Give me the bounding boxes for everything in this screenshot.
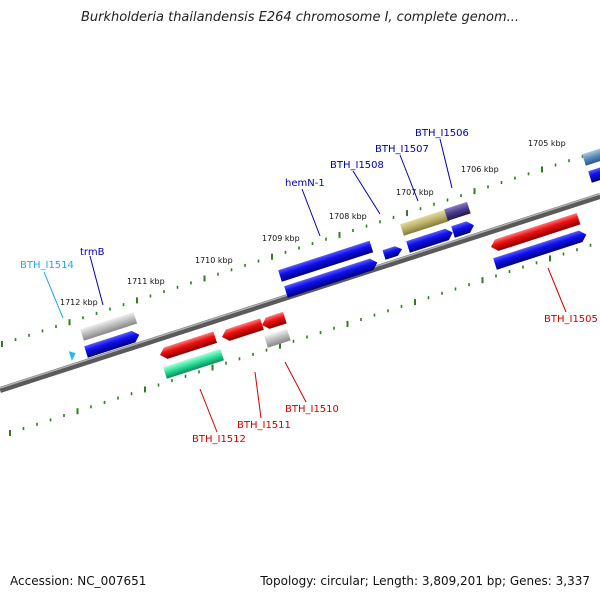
- gene-label-bth-i1514: BTH_I1514: [20, 260, 74, 271]
- leader-line: [43, 271, 64, 319]
- gene-bth-i1511[interactable]: [220, 318, 264, 342]
- gene-label-bth-i1507: BTH_I1507: [375, 144, 429, 155]
- gene-label-bth-i1508: BTH_I1508: [330, 160, 384, 171]
- gene-bth-i1512[interactable]: [158, 331, 218, 360]
- gene-bth-i1510[interactable]: [260, 311, 287, 331]
- gene-label-bth-i1510: BTH_I1510: [285, 404, 339, 415]
- kbp-label: 1709 kbp: [262, 234, 300, 243]
- gene-label-hemn-1: hemN-1: [285, 178, 325, 189]
- map-title: Burkholderia thailandensis E264 chromoso…: [80, 10, 520, 25]
- gene-bth-i1506[interactable]: [444, 201, 471, 221]
- gene-label-bth-i1505: BTH_I1505: [544, 314, 598, 325]
- genome-summary: Topology: circular; Length: 3,809,201 bp…: [260, 574, 590, 588]
- leader-line: [89, 255, 104, 306]
- gene-label-bth-i1511: BTH_I1511: [237, 420, 291, 431]
- gene-bth-i1512b[interactable]: [163, 348, 224, 379]
- gene-blue-edge[interactable]: [588, 165, 600, 183]
- lower-tick-track: [9, 243, 592, 436]
- leader-line: [439, 138, 453, 189]
- upper-tick-track: [1, 150, 597, 347]
- gene-bth-i1510b[interactable]: [264, 328, 291, 348]
- gene-bth-i1507[interactable]: [400, 209, 450, 236]
- kbp-label: 1711 kbp: [127, 277, 165, 286]
- accession-label: Accession: NC_007651: [10, 574, 147, 588]
- kbp-label: 1706 kbp: [461, 165, 499, 174]
- kbp-label: 1708 kbp: [329, 212, 367, 221]
- gene-label-bth-i1506: BTH_I1506: [415, 128, 469, 139]
- gene-label-trmb: trmB: [80, 247, 105, 258]
- leader-line: [284, 361, 307, 403]
- leader-line: [399, 154, 419, 202]
- kbp-label: 1710 kbp: [195, 256, 233, 265]
- gene-label-bth-i1512: BTH_I1512: [192, 434, 246, 445]
- gene-bth-i1514[interactable]: [68, 349, 78, 361]
- gene-steel-edge[interactable]: [582, 146, 600, 166]
- gene-label-group: BTH_I1514 trmB hemN-1 BTH_I1508 BTH_I150…: [20, 128, 598, 445]
- gene-bth-i1506b[interactable]: [451, 220, 476, 238]
- gene-bth-i1509[interactable]: [284, 257, 379, 298]
- kbp-label: 1705 kbp: [528, 139, 566, 148]
- leader-line: [352, 170, 381, 215]
- gene-bth-i1508[interactable]: [382, 244, 403, 260]
- gene-hemn-1[interactable]: [278, 240, 374, 282]
- kbp-label: 1712 kbp: [60, 298, 98, 307]
- leader-lines: [43, 138, 567, 433]
- gene-bth-i1504[interactable]: [493, 229, 588, 270]
- leader-line: [199, 388, 218, 433]
- leader-line: [254, 371, 262, 419]
- gene-bth-i1505[interactable]: [489, 213, 581, 253]
- leader-line: [547, 267, 567, 313]
- leader-line: [301, 188, 321, 237]
- gene-bth-i1507b[interactable]: [406, 227, 454, 253]
- gene-bth-i1513[interactable]: [80, 312, 138, 341]
- gene-trmb[interactable]: [84, 329, 141, 358]
